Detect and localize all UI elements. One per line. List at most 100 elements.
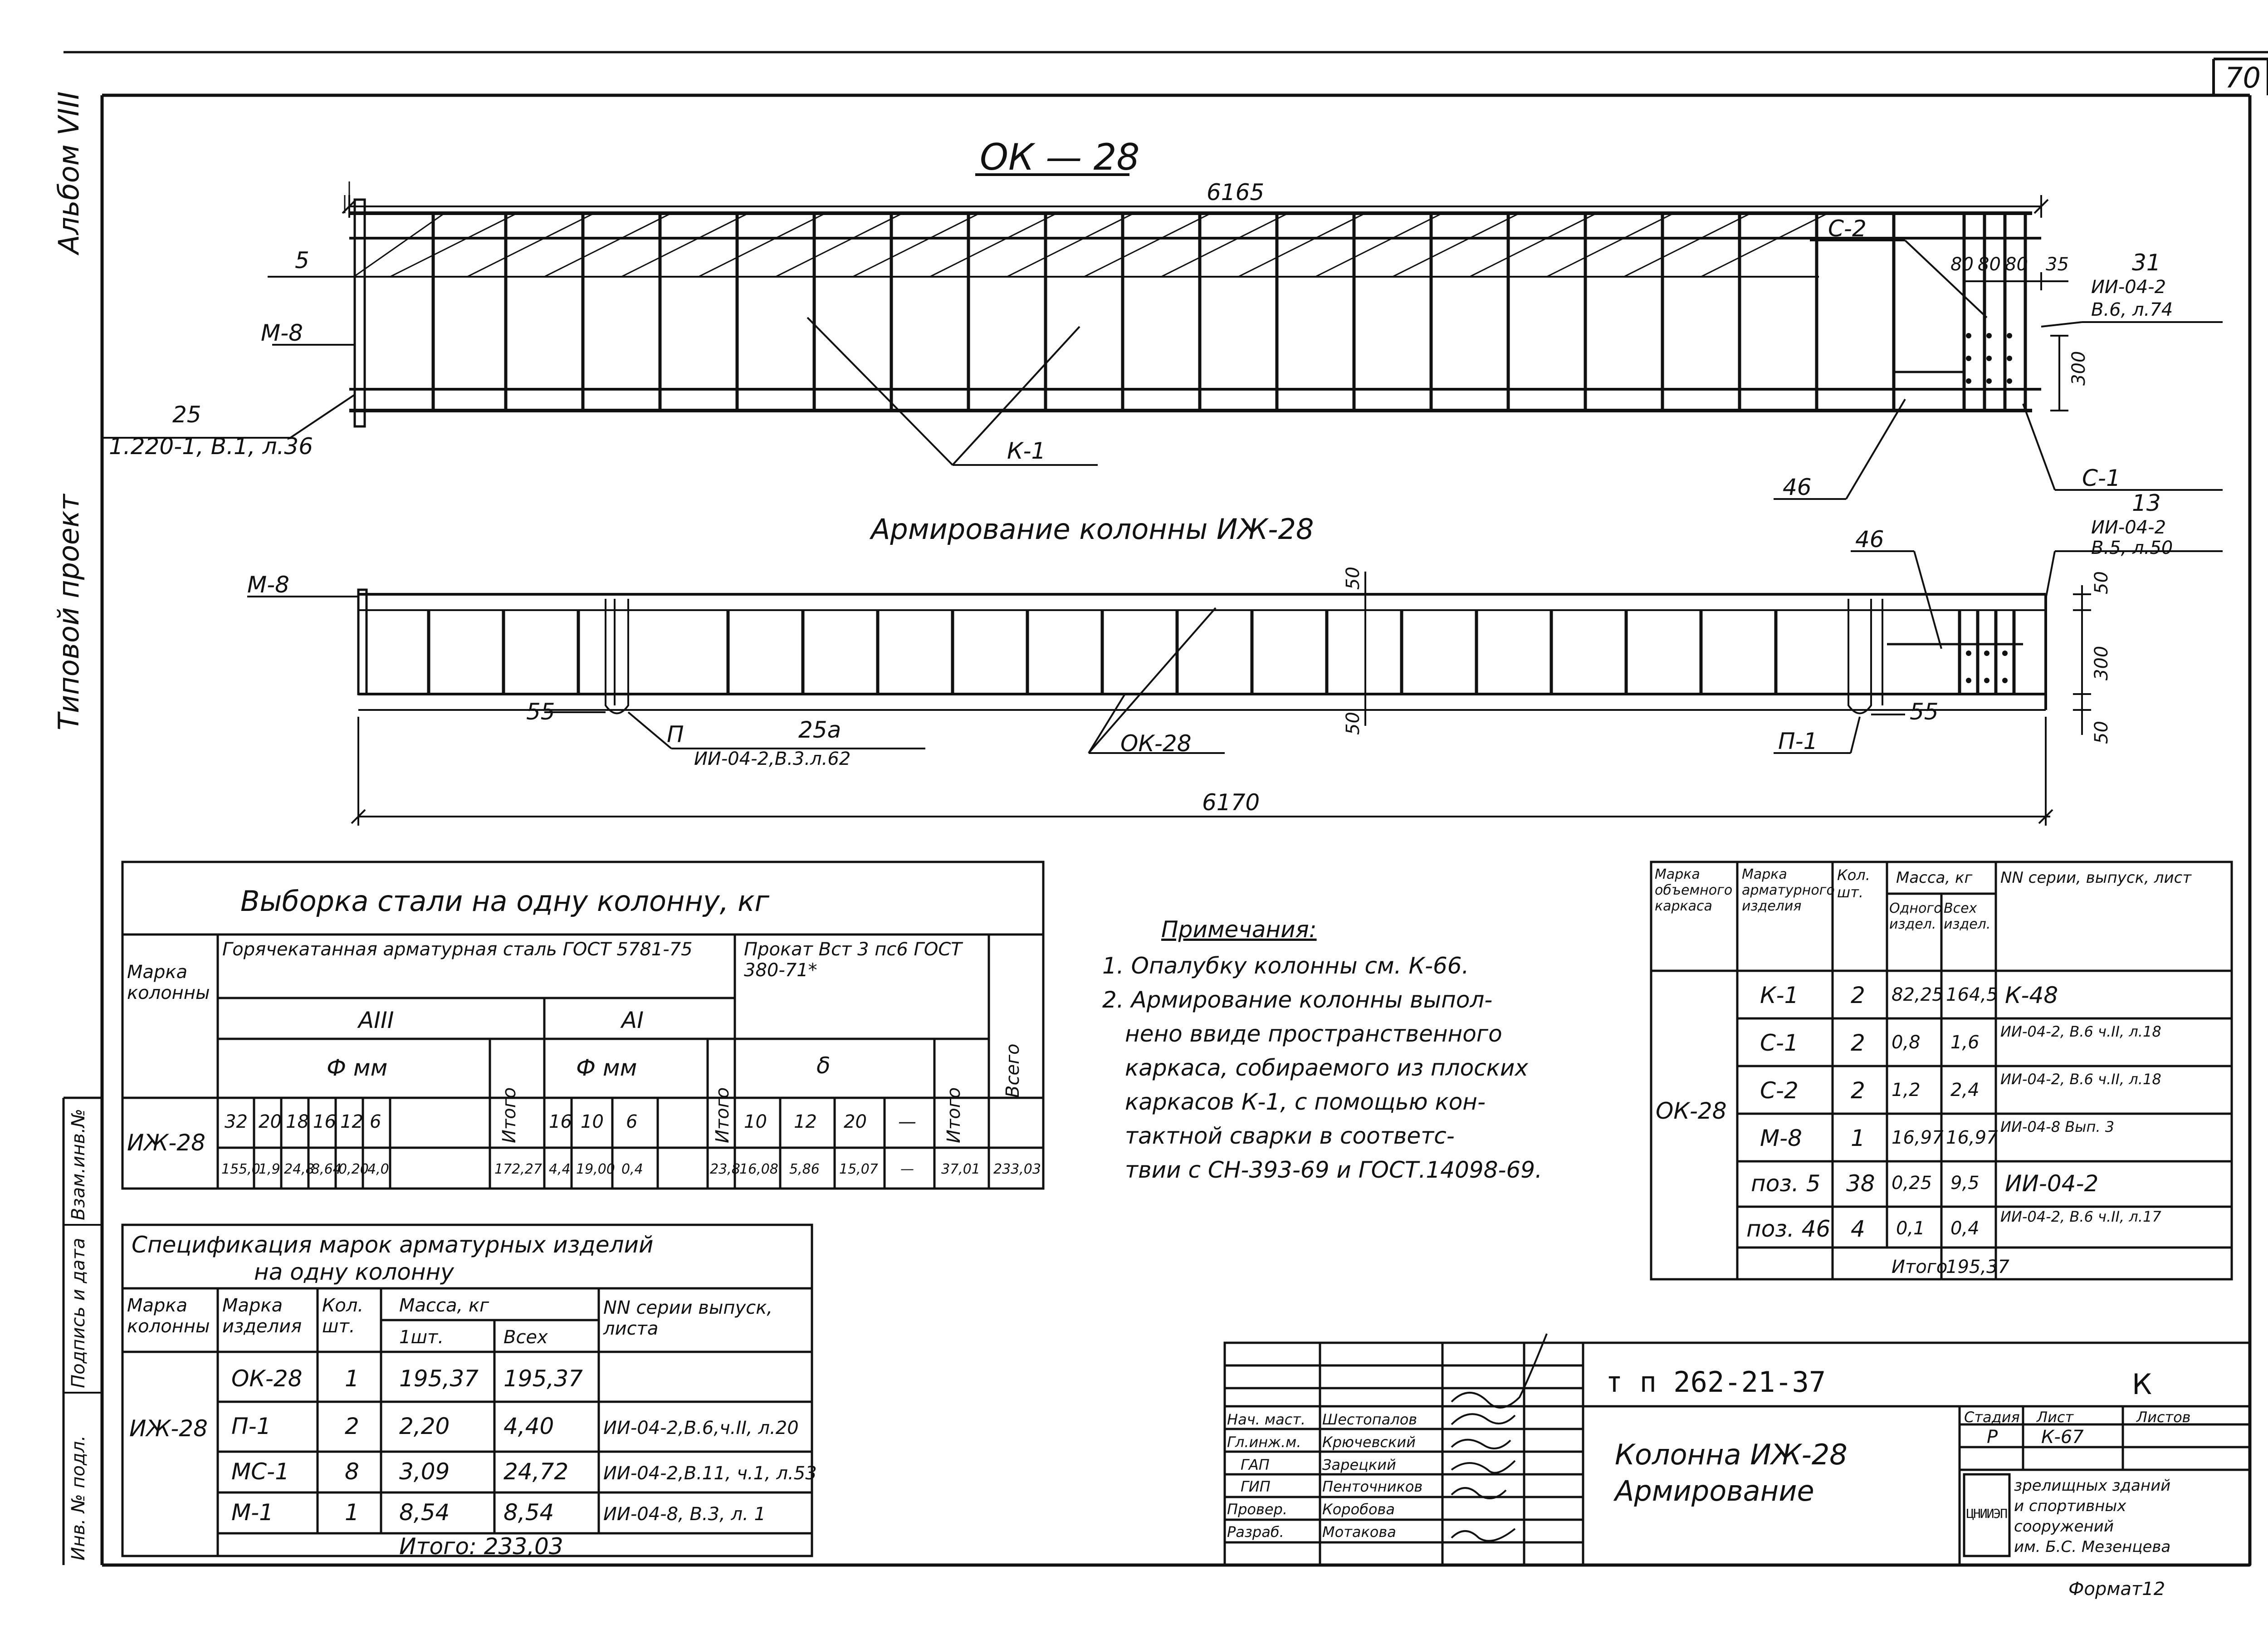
steel-a3-size: 6 [370, 1111, 381, 1132]
steel-a1-value: 19,00 [576, 1161, 615, 1177]
role-name: Коробова [1322, 1501, 1395, 1518]
org-logo: ЦНИИЭП [1966, 1506, 2008, 1521]
spec-row-all: 195,37 [503, 1365, 583, 1392]
frame-row-one: 1,2 [1892, 1080, 1921, 1101]
ref-31-b: В.6, л.74 [2091, 299, 2173, 320]
steel-a3-size: 12 [340, 1111, 363, 1132]
spec-row-one: 195,37 [399, 1365, 479, 1392]
frame-row-all: 2,4 [1950, 1080, 1980, 1101]
steel-rolled-size: 10 [744, 1111, 767, 1132]
role-label: Провер. [1227, 1501, 1287, 1518]
steel-a3-size: 18 [286, 1111, 309, 1132]
steel-a3-value: 24,8 [284, 1161, 314, 1177]
steel-rolled-value: 16,08 [739, 1161, 778, 1177]
spec-row-qty: 2 [345, 1413, 359, 1439]
format-label: Формат12 [2068, 1579, 2165, 1600]
frame-row-one: 82,25 [1892, 984, 1944, 1005]
steel-total-header: Всего [1002, 1043, 1023, 1098]
bottom-drawing-title: Армирование колонны ИЖ-28 [871, 513, 1314, 546]
role-name: Пенточников [1322, 1478, 1423, 1495]
steel-a3-value: 8,64 [311, 1161, 342, 1177]
steel-rolled-total: 37,01 [941, 1161, 980, 1177]
steel-a3-value: 0,20 [338, 1161, 369, 1177]
label-m8-top: М-8 [261, 320, 303, 346]
frame-row-item: С-2 [1760, 1077, 1799, 1104]
frame-header-qty: Кол. шт. [1837, 866, 1870, 901]
label-13: 13 [2132, 490, 2161, 516]
org-line: сооружений [2014, 1517, 2114, 1536]
label-46-bottom: 46 [1855, 526, 1884, 553]
role-label: Гл.инж.м. [1227, 1434, 1301, 1451]
steel-a1-size: 6 [626, 1111, 638, 1132]
steel-delta: δ [816, 1052, 831, 1079]
steel-rolled-size: 12 [794, 1111, 817, 1132]
dim-50-right-1: 50 [2091, 571, 2112, 594]
note-line: нено ввиде пространственного [1125, 1021, 1502, 1047]
stamp-label-2: Подпись и дата [68, 1238, 89, 1388]
frame-row-qty: 1 [1851, 1125, 1865, 1151]
dim-80-3: 80 [2005, 254, 2028, 275]
spec-row-ref: ИИ-04-2,В.6,ч.II, л.20 [603, 1418, 799, 1438]
dim-6165: 6165 [1207, 179, 1265, 205]
dim-300-top: 300 [2068, 351, 2089, 386]
project-label: Типовой проект [52, 494, 85, 730]
sheet-header: Лист [2037, 1409, 2074, 1426]
role-name: Крючевский [1322, 1434, 1416, 1451]
steel-a1-total: 23,8 [710, 1161, 740, 1177]
label-55-right: 55 [1910, 699, 1939, 725]
frame-header-one: Одного издел. [1889, 900, 1942, 932]
frame-row-all: 1,6 [1950, 1032, 1980, 1053]
spec-row-item: ОК-28 [231, 1365, 303, 1392]
frame-header-ref: NN серии, выпуск, лист [2000, 869, 2192, 887]
frame-row-one: 0,25 [1892, 1173, 1932, 1194]
steel-rolled-size: — [898, 1111, 916, 1132]
ref-25a: ИИ-04-2,В.3.л.62 [694, 749, 851, 769]
steel-class-a1: АI [621, 1007, 644, 1033]
frame-total-value: 195,37 [1946, 1257, 2009, 1277]
steel-a1-value: 0,4 [621, 1161, 643, 1177]
steel-group-hot: Горячекатанная арматурная сталь ГОСТ 578… [222, 939, 693, 960]
note-line: тактной сварки в соответс- [1125, 1123, 1455, 1149]
spec-row-all: 8,54 [503, 1499, 554, 1526]
label-55-left: 55 [526, 699, 555, 725]
frame-row-all: 16,97 [1946, 1127, 1998, 1148]
steel-itogo-a3: Итого [499, 1087, 520, 1143]
spec-header-mass: Масса, кг [399, 1295, 489, 1316]
role-label: Разраб. [1227, 1523, 1284, 1541]
spec-row-item: М-1 [231, 1499, 274, 1526]
frame-row-item: поз. 5 [1751, 1170, 1821, 1197]
ref-25: 1.220-1, В.1, л.36 [109, 433, 313, 460]
stamp-label-1: Инв. № подл. [68, 1435, 89, 1561]
role-label: ГИП [1241, 1478, 1271, 1495]
role-name: Зарецкий [1322, 1456, 1396, 1473]
label-31: 31 [2132, 250, 2161, 276]
label-m8-bottom: М-8 [247, 572, 289, 598]
sheet-value: К-67 [2041, 1427, 2084, 1448]
org-line: зрелищных зданий [2014, 1477, 2171, 1495]
label-c2: С-2 [1828, 215, 1867, 242]
frame-row-ref: ИИ-04-2, В.6 ч.II, л.18 [2000, 1023, 2161, 1040]
steel-class-a3: АIII [358, 1007, 394, 1033]
spec-row-one: 3,09 [399, 1458, 450, 1485]
frame-row-one: 0,1 [1896, 1218, 1925, 1239]
frame-row-ref: ИИ-04-2 [2005, 1170, 2099, 1197]
steel-itogo-a1: Итого [712, 1087, 733, 1143]
steel-a1-value: 4,4 [549, 1161, 571, 1177]
drawing-name-2: Армирование [1615, 1474, 1814, 1507]
sheet-letter: К [2132, 1368, 2152, 1401]
frame-row-item: М-8 [1760, 1125, 1802, 1151]
stamp-label-3: Взам.инв.№ [68, 1108, 89, 1220]
frame-row-qty: 2 [1851, 1030, 1865, 1056]
steel-rolled-value: — [900, 1161, 914, 1177]
steel-rolled-value: 15,07 [839, 1161, 878, 1177]
label-46-top: 46 [1783, 474, 1812, 500]
spec-row-item: МС-1 [231, 1458, 289, 1485]
spec-title-1: Спецификация марок арматурных изделий [132, 1232, 654, 1258]
stage-value: Р [1987, 1427, 1998, 1448]
note-line: 2. Армирование колонны выпол- [1102, 987, 1493, 1013]
frame-row-item: С-1 [1760, 1030, 1799, 1056]
frame-header-mass: Масса, кг [1896, 869, 1973, 887]
frame-row-qty: 2 [1851, 982, 1865, 1008]
label-25a: 25а [798, 717, 841, 743]
steel-table-title: Выборка стали на одну колонну, кг [240, 885, 770, 918]
